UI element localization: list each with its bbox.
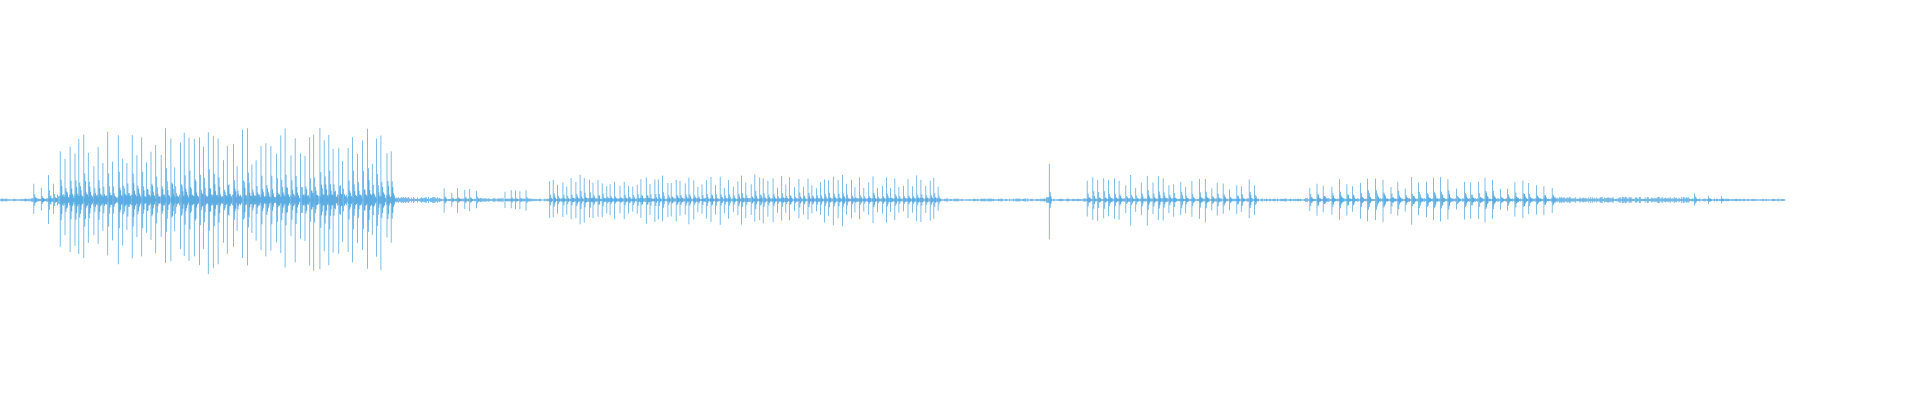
waveform-path xyxy=(0,128,1786,275)
waveform-samples xyxy=(0,128,1786,275)
